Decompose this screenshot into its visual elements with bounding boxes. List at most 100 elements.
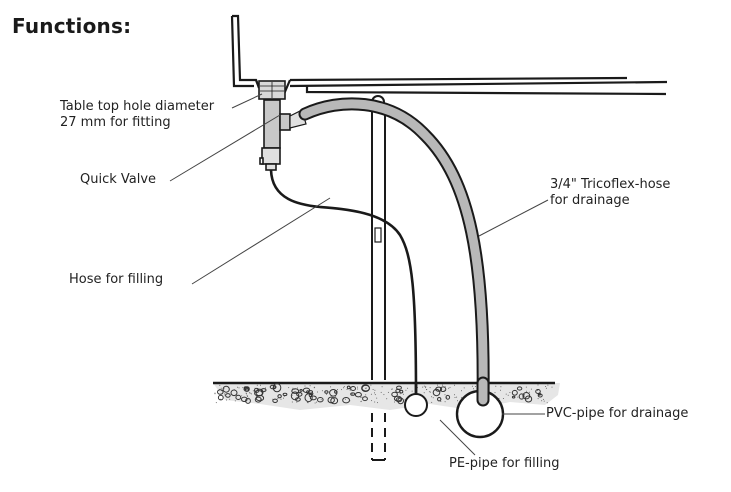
- gravel-speckle: [474, 386, 476, 387]
- gravel-speckle: [371, 400, 373, 402]
- gravel-pebble: [511, 389, 518, 396]
- diagram-title: Functions:: [12, 14, 132, 38]
- gravel-speckle: [291, 401, 293, 403]
- gravel-speckle: [442, 384, 443, 386]
- gravel-speckle: [331, 397, 333, 399]
- gravel-speckle: [440, 401, 442, 402]
- label-pe-pipe: PE-pipe for filling: [449, 456, 560, 471]
- gravel-speckle: [250, 393, 252, 395]
- label-tricoflex-line1: 3/4" Tricoflex-hose: [550, 177, 671, 192]
- gravel-speckle: [330, 386, 332, 388]
- gravel-pebble: [329, 389, 338, 397]
- gravel-speckle: [425, 387, 427, 389]
- gravel-speckle: [224, 394, 226, 396]
- gravel-pebble: [437, 397, 442, 402]
- gravel-speckle: [304, 385, 306, 387]
- gravel-pebble: [342, 397, 351, 404]
- gravel-pebble: [217, 389, 224, 395]
- gravel-speckle: [444, 394, 446, 396]
- gravel-speckle: [448, 395, 449, 397]
- gravel-speckle: [247, 388, 249, 390]
- gravel-speckle: [271, 387, 273, 389]
- gravel-pebble: [296, 391, 303, 397]
- label-table-hole-line2: 27 mm for fitting: [60, 115, 171, 130]
- gravel-pebble: [217, 394, 224, 401]
- gravel-speckle: [272, 398, 274, 400]
- gravel-speckle: [247, 390, 249, 392]
- gravel-speckle: [297, 387, 298, 389]
- gravel-speckle: [244, 390, 246, 391]
- gravel-speckle: [495, 385, 497, 387]
- gravel-speckle: [349, 400, 351, 402]
- gravel-speckle: [429, 391, 431, 393]
- pe-pipe: [404, 393, 428, 417]
- gravel-speckle: [335, 391, 337, 393]
- gravel-speckle: [219, 388, 221, 390]
- gravel-speckle: [296, 394, 298, 396]
- gravel-speckle: [247, 396, 249, 397]
- gravel-speckle: [341, 389, 342, 391]
- gravel-pebble: [362, 396, 368, 402]
- gravel-speckle: [255, 390, 257, 392]
- gravel-speckle: [530, 388, 532, 390]
- gravel-speckle: [343, 386, 345, 388]
- gravel-speckle: [365, 394, 367, 396]
- gravel-speckle: [364, 387, 366, 389]
- gravel-speckle: [429, 387, 431, 389]
- gravel-speckle: [255, 399, 257, 401]
- gravel-speckle: [500, 386, 502, 388]
- gravel-speckle: [336, 397, 337, 399]
- gravel-speckle: [437, 384, 438, 386]
- gravel-speckle: [226, 399, 227, 401]
- gravel-speckle: [391, 388, 393, 390]
- gravel-speckle: [543, 400, 545, 402]
- gravel-speckle: [317, 391, 318, 393]
- gravel-speckle: [313, 395, 314, 397]
- gravel-speckle: [545, 386, 547, 387]
- gravel-speckle: [221, 390, 222, 392]
- gravel-pebble: [350, 392, 356, 396]
- gravel-speckle: [247, 397, 249, 399]
- gravel-speckle: [405, 389, 407, 391]
- gravel-speckle: [541, 400, 543, 402]
- gravel-speckle: [457, 400, 458, 402]
- gravel-speckle: [326, 393, 327, 395]
- gravel-speckle: [473, 388, 474, 390]
- gravel-pebble: [518, 393, 525, 400]
- gravel-speckle: [296, 397, 298, 399]
- gravel-speckle: [238, 387, 240, 389]
- label-tricoflex: 3/4" Tricoflex-hose for drainage: [550, 177, 670, 209]
- gravel-speckle: [262, 389, 264, 391]
- gravel-speckle: [381, 386, 383, 388]
- gravel-speckle: [383, 394, 385, 396]
- gravel-pebble: [395, 397, 402, 403]
- gravel-pebble: [235, 394, 242, 400]
- gravel-speckle: [402, 393, 404, 395]
- gravel-speckle: [463, 387, 465, 389]
- label-table-hole-line1: Table top hole diameter: [60, 99, 215, 114]
- gravel-speckle: [494, 392, 496, 394]
- gravel-speckle: [454, 397, 456, 398]
- gravel-speckle: [445, 397, 447, 399]
- gravel-speckle: [498, 397, 500, 399]
- gravel-speckle: [376, 397, 378, 399]
- gravel-speckle: [214, 392, 216, 394]
- gravel-speckle: [224, 393, 226, 395]
- gravel-speckle: [551, 386, 553, 388]
- gravel-speckle: [260, 384, 261, 386]
- gravel-speckle: [220, 387, 222, 389]
- label-hose-filling: Hose for filling: [69, 272, 164, 287]
- gravel-speckle: [308, 401, 310, 403]
- gravel-speckle: [349, 389, 351, 391]
- gravel-speckle: [242, 387, 244, 389]
- gravel-speckle: [547, 384, 549, 386]
- gravel-speckle: [502, 398, 504, 399]
- gravel-pebble: [308, 390, 313, 394]
- gravel-pebble: [291, 388, 300, 394]
- gravel-speckle: [331, 395, 333, 397]
- gravel-speckle: [219, 384, 221, 386]
- gravel-speckle: [246, 393, 247, 395]
- gravel-speckle: [461, 397, 463, 399]
- gravel-speckle: [426, 389, 428, 391]
- gravel-speckle: [525, 390, 527, 392]
